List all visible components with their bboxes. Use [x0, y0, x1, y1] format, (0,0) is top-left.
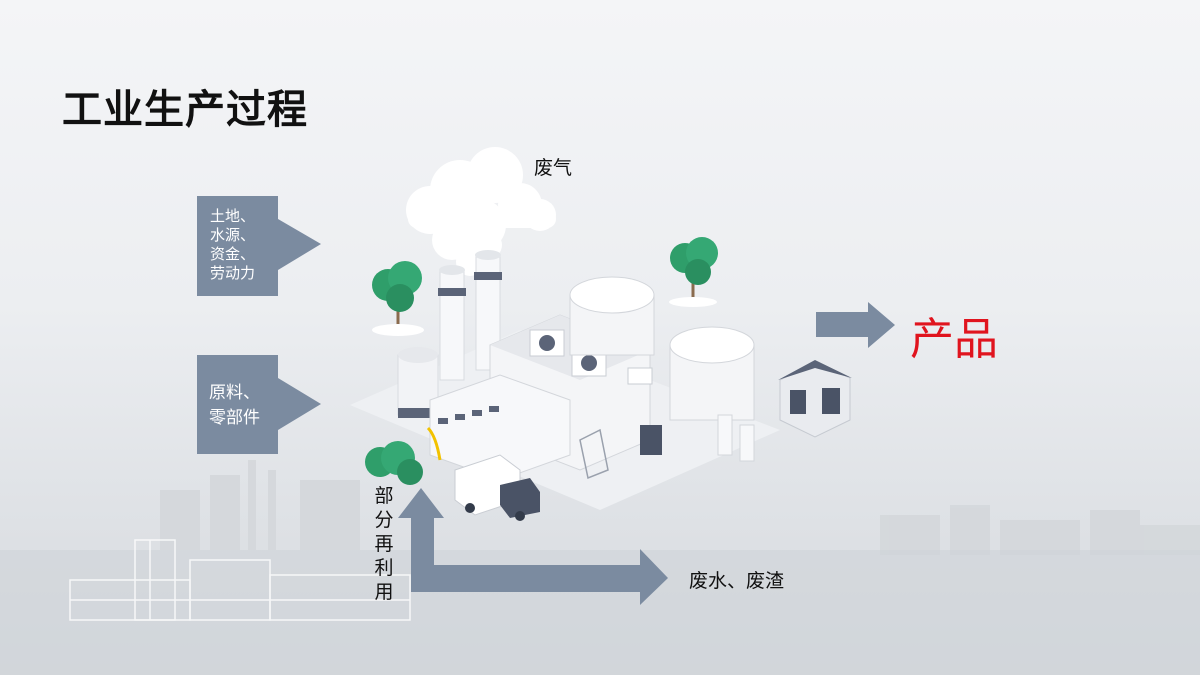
- truck: [454, 454, 540, 521]
- factory-illustration: [350, 147, 852, 521]
- recycle-char: 部: [374, 485, 394, 507]
- tree-right: [669, 237, 718, 307]
- output-arrow-product: [816, 302, 895, 348]
- recycle-arrow: [398, 488, 668, 605]
- input-materials-text: 原料、 零部件: [209, 381, 260, 431]
- input-materials-line: 零部件: [209, 408, 260, 428]
- tree-bottom: [365, 441, 423, 485]
- input-resources-line: 土地、: [210, 207, 256, 225]
- slide-title: 工业生产过程: [62, 85, 308, 133]
- smoke-cloud: [406, 147, 556, 276]
- recycle-char: 再: [374, 533, 394, 555]
- outline-building: [69, 539, 411, 621]
- waste-gas-label: 废气: [534, 157, 573, 179]
- recycle-char: 分: [374, 509, 394, 531]
- input-resources-line: 劳动力: [210, 264, 256, 282]
- product-label: 产品: [910, 314, 998, 365]
- recycle-label: 部 分 再 利 用: [372, 484, 396, 604]
- tree-left: [372, 261, 424, 336]
- waste-water-residue-label: 废水、废渣: [689, 570, 785, 592]
- recycle-char: 利: [374, 557, 394, 579]
- input-resources-line: 资金、: [210, 245, 256, 263]
- input-arrow-materials: [197, 355, 321, 454]
- input-resources-text: 土地、 水源、 资金、 劳动力: [210, 207, 255, 283]
- input-resources-line: 水源、: [210, 226, 256, 244]
- input-materials-line: 原料、: [209, 383, 260, 403]
- input-arrow-resources: [197, 196, 321, 296]
- recycle-char: 用: [374, 581, 394, 603]
